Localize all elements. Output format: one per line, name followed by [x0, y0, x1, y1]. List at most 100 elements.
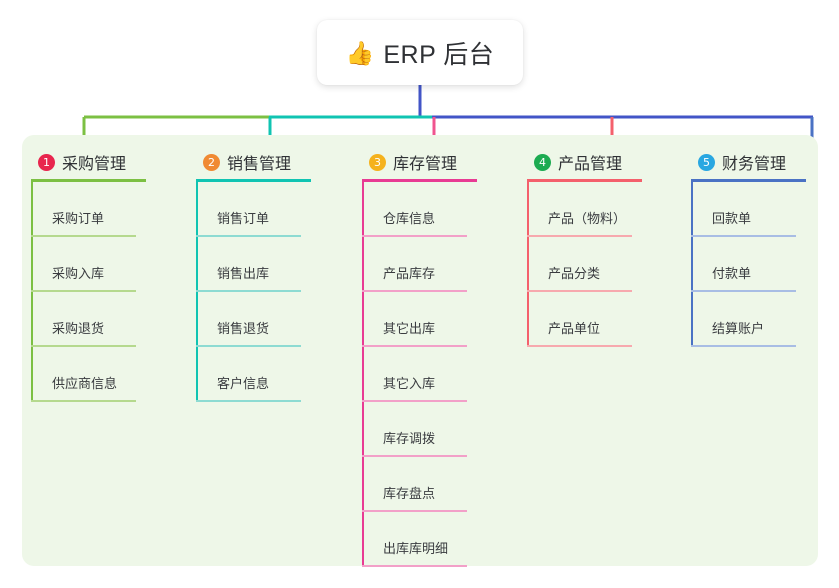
- module-item-rule: [196, 400, 301, 402]
- module-title: 产品管理: [558, 156, 623, 173]
- module-item-rule: [31, 400, 136, 402]
- module-item-rule: [362, 510, 467, 512]
- module-item[interactable]: 其它出库: [362, 292, 512, 347]
- module-item-rule: [362, 235, 467, 237]
- module-column-5: 5 财务管理回款单付款单结算账户: [691, 145, 839, 347]
- module-item[interactable]: 回款单: [691, 182, 839, 237]
- module-item-label: 客户信息: [217, 376, 270, 391]
- module-column-3: 3 库存管理仓库信息产品库存其它出库其它入库库存调拨库存盘点出库库明细: [362, 145, 512, 567]
- root-node-card[interactable]: 👍 ERP 后台: [317, 20, 523, 85]
- module-item-label: 产品（物料）: [548, 211, 627, 226]
- module-item-label: 采购订单: [52, 211, 105, 226]
- module-item-label: 其它入库: [383, 376, 436, 391]
- module-header-rule: [31, 179, 146, 182]
- module-item-rule: [31, 290, 136, 292]
- module-trunk-line: [31, 182, 33, 402]
- module-item[interactable]: 仓库信息: [362, 182, 512, 237]
- module-item-rule: [362, 565, 467, 567]
- module-item[interactable]: 采购退货: [31, 292, 181, 347]
- module-item[interactable]: 产品（物料）: [527, 182, 677, 237]
- module-item-rule: [691, 235, 796, 237]
- module-title: 库存管理: [393, 156, 458, 173]
- module-item-label: 销售退货: [217, 321, 270, 336]
- module-header-rule: [196, 179, 311, 182]
- module-item-label: 出库库明细: [383, 541, 449, 556]
- module-item-label: 仓库信息: [383, 211, 436, 226]
- module-item[interactable]: 产品库存: [362, 237, 512, 292]
- module-header-rule: [527, 179, 642, 182]
- module-item-rule: [196, 235, 301, 237]
- module-column-2: 2 销售管理销售订单销售出库销售退货客户信息: [196, 145, 346, 402]
- module-item-label: 销售订单: [217, 211, 270, 226]
- module-item[interactable]: 结算账户: [691, 292, 839, 347]
- modules-panel: [22, 135, 818, 566]
- module-header-4[interactable]: 4 产品管理: [527, 145, 677, 179]
- module-item-rule: [31, 235, 136, 237]
- module-item-list: 仓库信息产品库存其它出库其它入库库存调拨库存盘点出库库明细: [362, 182, 512, 567]
- module-column-4: 4 产品管理产品（物料） 产品分类产品单位: [527, 145, 677, 347]
- module-item-rule: [527, 345, 632, 347]
- module-header-rule: [362, 179, 477, 182]
- module-item[interactable]: 采购订单: [31, 182, 181, 237]
- module-item-rule: [527, 235, 632, 237]
- module-item-label: 采购入库: [52, 266, 105, 281]
- module-item[interactable]: 产品分类: [527, 237, 677, 292]
- module-number-badge: 2: [203, 153, 220, 171]
- module-item-label: 其它出库: [383, 321, 436, 336]
- module-item[interactable]: 其它入库: [362, 347, 512, 402]
- module-header-2[interactable]: 2 销售管理: [196, 145, 346, 179]
- module-item[interactable]: 出库库明细: [362, 512, 512, 567]
- module-number-badge: 5: [698, 153, 715, 171]
- module-item-rule: [196, 290, 301, 292]
- module-header-5[interactable]: 5 财务管理: [691, 145, 839, 179]
- module-item-label: 采购退货: [52, 321, 105, 336]
- module-item-label: 付款单: [712, 266, 752, 281]
- module-number-badge: 4: [534, 153, 551, 171]
- module-item-rule: [691, 290, 796, 292]
- module-item[interactable]: 客户信息: [196, 347, 346, 402]
- module-item-list: 采购订单采购入库采购退货供应商信息: [31, 182, 181, 402]
- module-item-label: 供应商信息: [52, 376, 118, 391]
- module-item[interactable]: 库存盘点: [362, 457, 512, 512]
- module-item-rule: [527, 290, 632, 292]
- module-item[interactable]: 销售出库: [196, 237, 346, 292]
- module-item-label: 库存盘点: [383, 486, 436, 501]
- module-item-rule: [362, 345, 467, 347]
- module-item-label: 产品单位: [548, 321, 601, 336]
- module-item-list: 产品（物料） 产品分类产品单位: [527, 182, 677, 347]
- root-node-title: ERP 后台: [383, 40, 495, 69]
- module-item-label: 回款单: [712, 211, 752, 226]
- module-item-rule: [196, 345, 301, 347]
- module-number-badge: 3: [369, 153, 386, 171]
- thumbs-up-icon: 👍: [345, 40, 375, 66]
- module-trunk-line: [196, 182, 198, 402]
- module-trunk-line: [691, 182, 693, 347]
- module-title: 财务管理: [722, 156, 787, 173]
- module-title: 销售管理: [227, 156, 292, 173]
- module-header-rule: [691, 179, 806, 182]
- module-item[interactable]: 供应商信息: [31, 347, 181, 402]
- module-item[interactable]: 库存调拨: [362, 402, 512, 457]
- module-number-badge: 1: [38, 153, 55, 171]
- module-item[interactable]: 销售退货: [196, 292, 346, 347]
- module-item-rule: [362, 400, 467, 402]
- module-item-rule: [31, 345, 136, 347]
- module-item-list: 回款单付款单结算账户: [691, 182, 839, 347]
- module-item-label: 产品分类: [548, 266, 601, 281]
- module-item-label: 结算账户: [712, 321, 765, 336]
- module-item-rule: [691, 345, 796, 347]
- module-trunk-line: [362, 182, 364, 567]
- module-item-rule: [362, 455, 467, 457]
- module-item-label: 产品库存: [383, 266, 436, 281]
- module-item[interactable]: 销售订单: [196, 182, 346, 237]
- module-header-3[interactable]: 3 库存管理: [362, 145, 512, 179]
- module-trunk-line: [527, 182, 529, 347]
- module-item[interactable]: 产品单位: [527, 292, 677, 347]
- module-item[interactable]: 付款单: [691, 237, 839, 292]
- module-item-label: 销售出库: [217, 266, 270, 281]
- module-item-list: 销售订单销售出库销售退货客户信息: [196, 182, 346, 402]
- module-item[interactable]: 采购入库: [31, 237, 181, 292]
